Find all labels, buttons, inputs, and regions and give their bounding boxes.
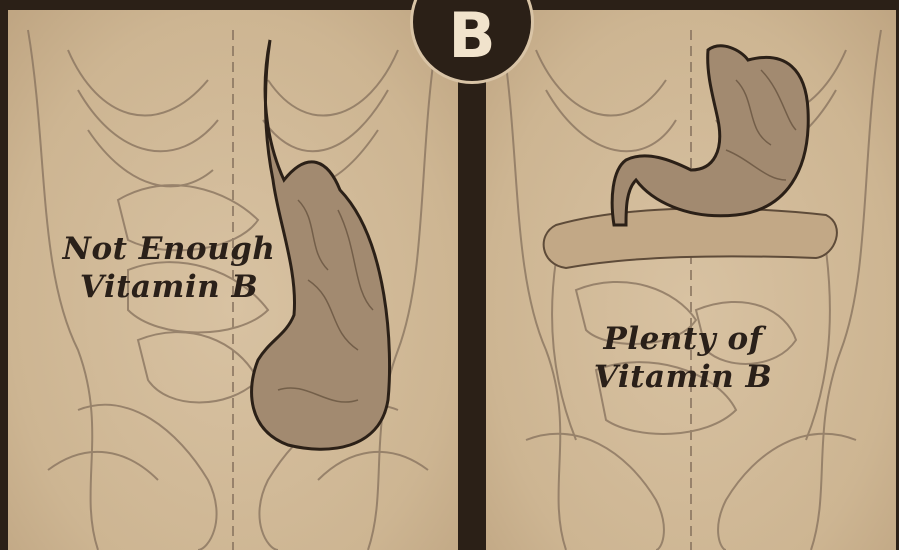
anatomy-drawing-normal-stomach bbox=[486, 10, 896, 550]
caption-line-1: Not Enough bbox=[54, 230, 284, 268]
panel-plenty-of-vitamin-b: Plenty of Vitamin B bbox=[486, 10, 896, 550]
caption-plenty-of-vitamin-b: Plenty of Vitamin B bbox=[578, 320, 788, 396]
caption-line-1: Plenty of bbox=[578, 320, 788, 358]
panel-not-enough-vitamin-b: Not Enough Vitamin B bbox=[8, 10, 458, 550]
caption-not-enough-vitamin-b: Not Enough Vitamin B bbox=[54, 230, 284, 306]
caption-line-2: Vitamin B bbox=[54, 268, 284, 306]
badge-letter: B bbox=[413, 5, 531, 67]
caption-line-2: Vitamin B bbox=[578, 358, 788, 396]
stomach-shape bbox=[612, 46, 808, 225]
